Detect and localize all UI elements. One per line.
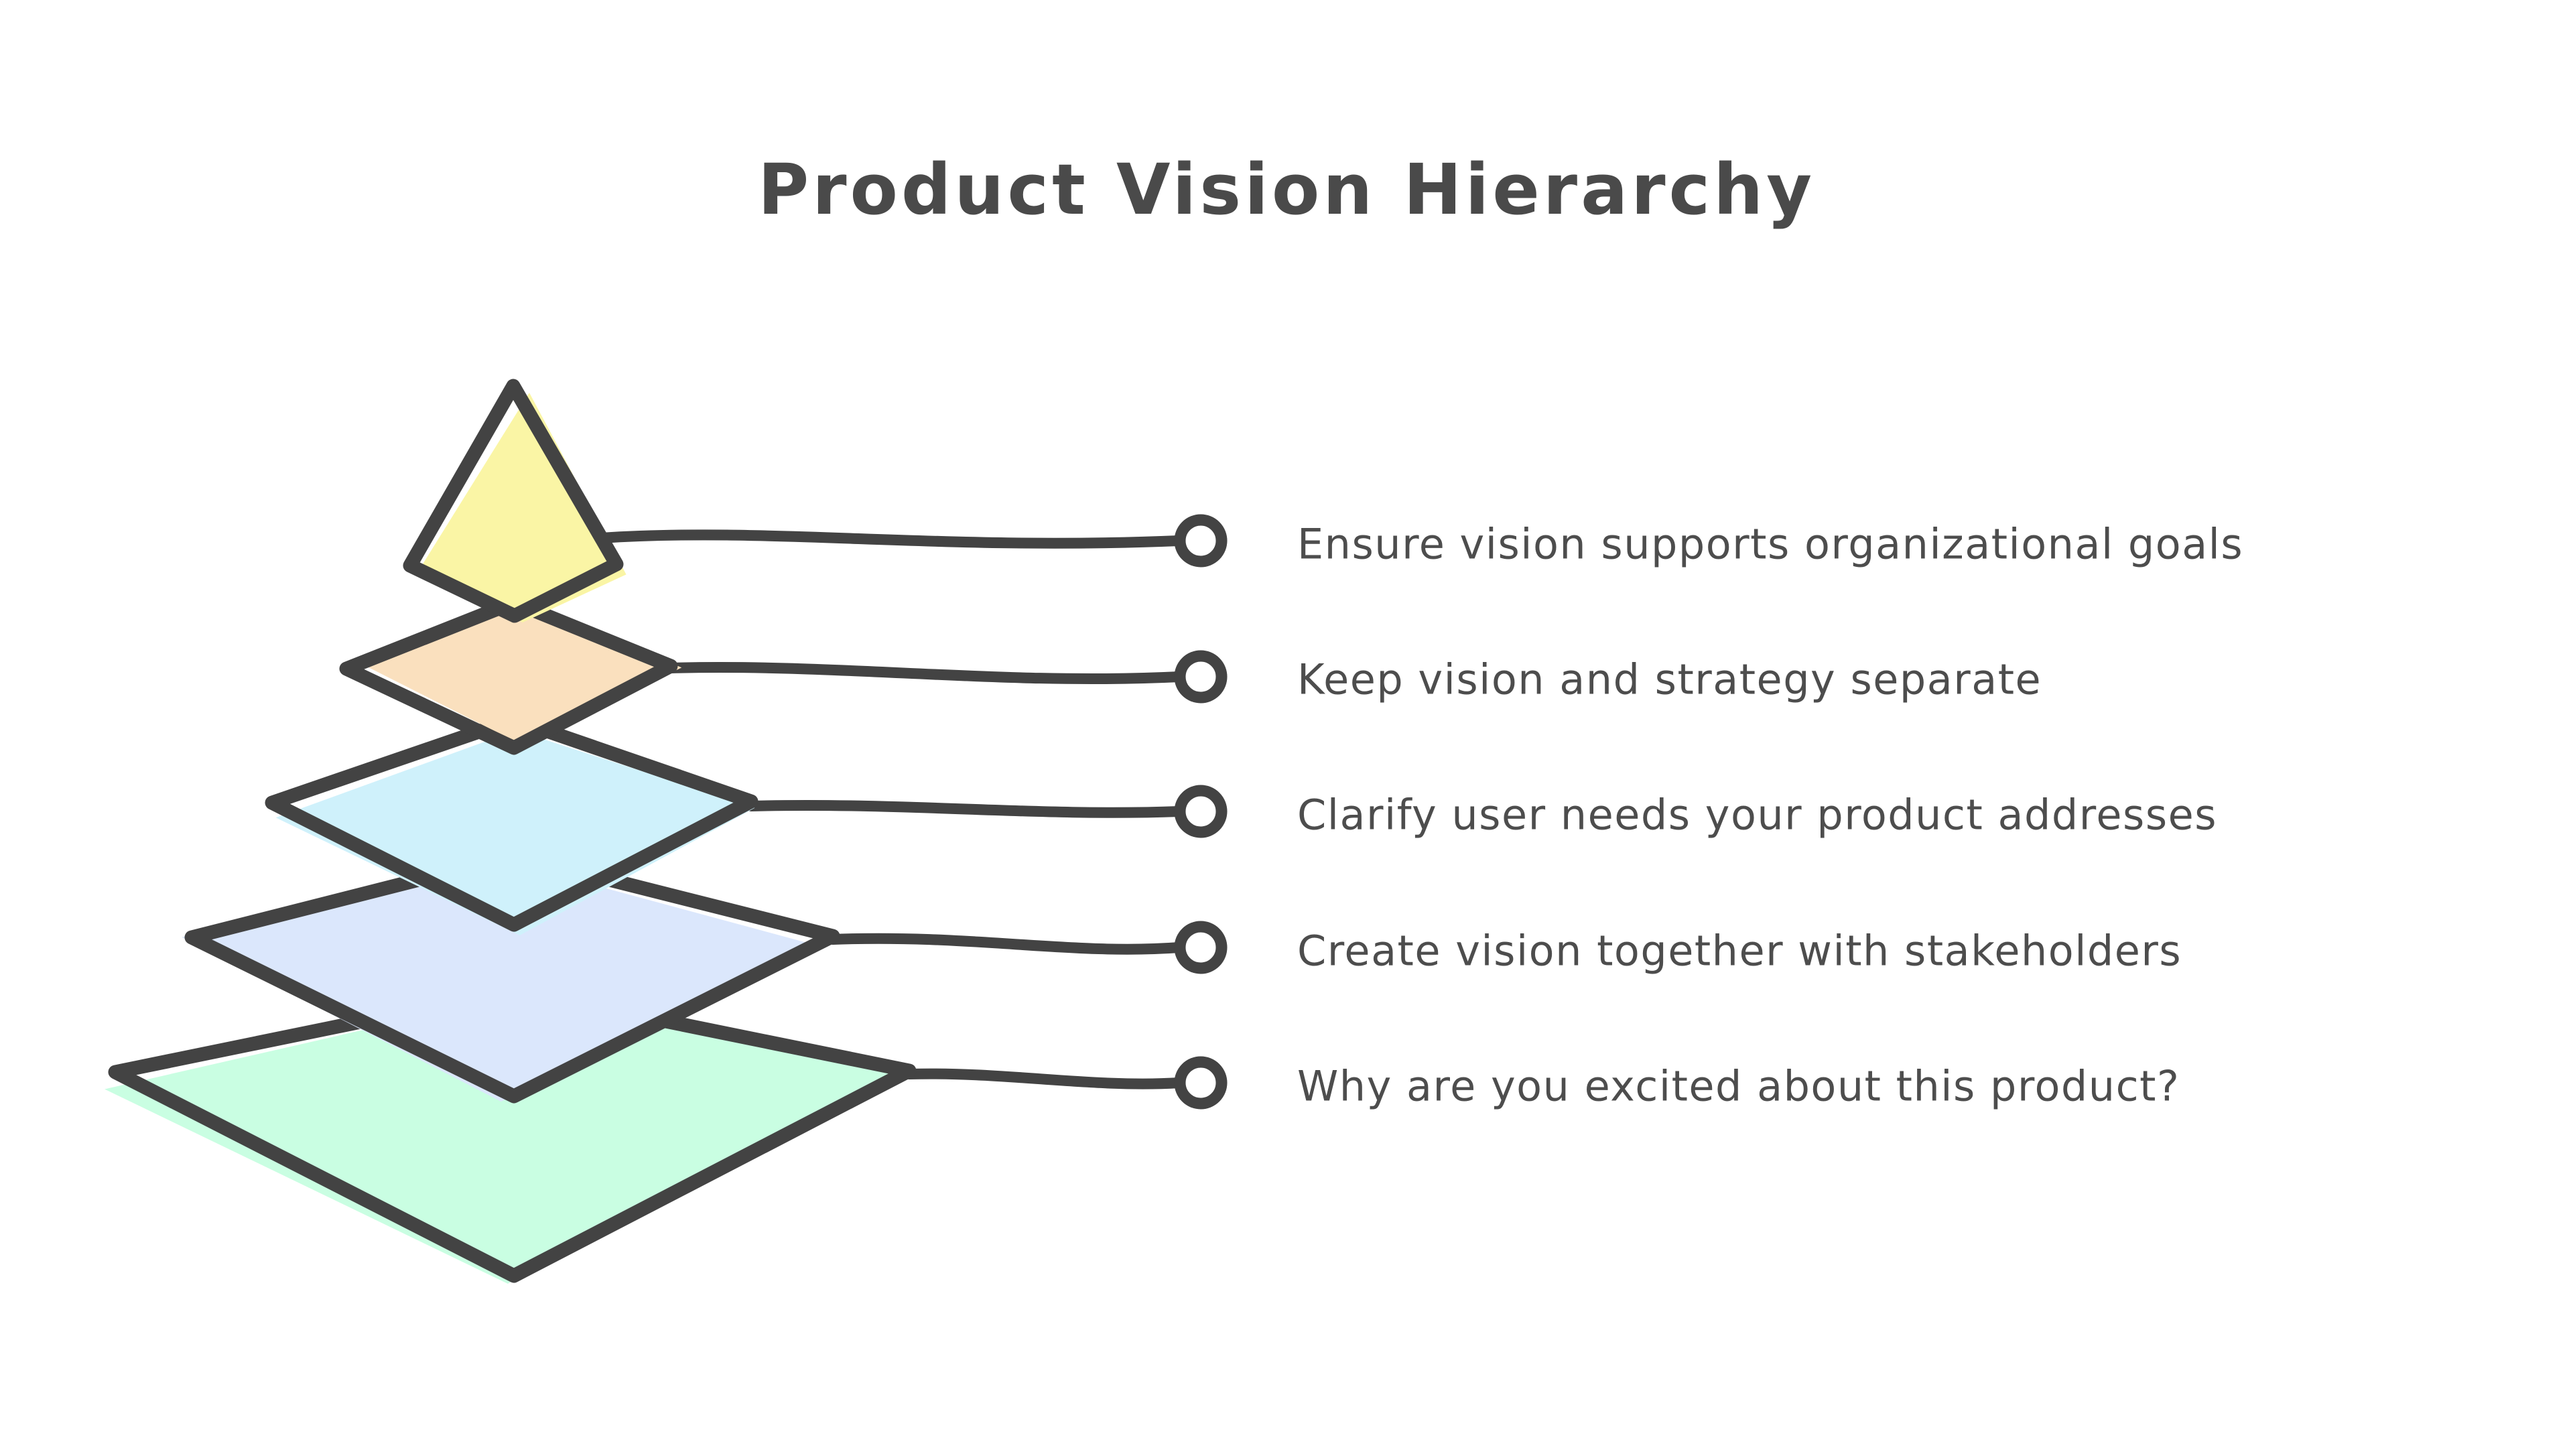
page-title: Product Vision Hierarchy <box>757 149 1816 230</box>
pyramid-layer-3-fill <box>275 730 755 935</box>
label-vision-strategy-separate: Keep vision and strategy separate <box>1297 655 2042 704</box>
connector-dot-3 <box>1174 785 1228 838</box>
label-user-needs: Clarify user needs your product addresse… <box>1297 790 2218 840</box>
connector-dot-4 <box>1174 921 1228 974</box>
connector-dot-2 <box>1174 650 1228 704</box>
pyramid-layer-4-outline <box>184 848 840 1104</box>
connector-dots <box>1174 514 1228 1110</box>
pyramid-layer-2-outline <box>339 595 678 755</box>
pyramid-layer-5-outline <box>108 983 917 1283</box>
label-organizational-goals: Ensure vision supports organizational go… <box>1297 519 2244 569</box>
connector-line-2 <box>665 662 1185 685</box>
pyramid-layer-5 <box>105 983 917 1284</box>
connector-line-3 <box>746 799 1185 818</box>
connector-dot-5 <box>1174 1056 1228 1110</box>
pyramid-layer-4-fill <box>182 861 823 1102</box>
pyramid-layer-3 <box>265 712 758 935</box>
pyramid-layer-5-fill <box>105 998 899 1284</box>
connector-line-1 <box>596 529 1184 549</box>
label-excited-product: Why are you excited about this product? <box>1297 1061 2180 1111</box>
connector-line-4 <box>828 933 1185 955</box>
connector-lines <box>596 529 1185 1089</box>
pyramid-layer-2 <box>339 595 682 755</box>
pyramid-layer-1-outline <box>403 379 624 623</box>
label-stakeholders: Create vision together with stakeholders <box>1297 926 2182 976</box>
pyramid-layer-1-fill <box>419 393 626 622</box>
pyramid-layer-3-outline <box>265 712 758 932</box>
pyramid-layer-1 <box>403 379 626 623</box>
pyramid-layer-4 <box>182 848 840 1104</box>
connector-line-5 <box>904 1068 1185 1089</box>
connector-dot-1 <box>1174 514 1228 568</box>
